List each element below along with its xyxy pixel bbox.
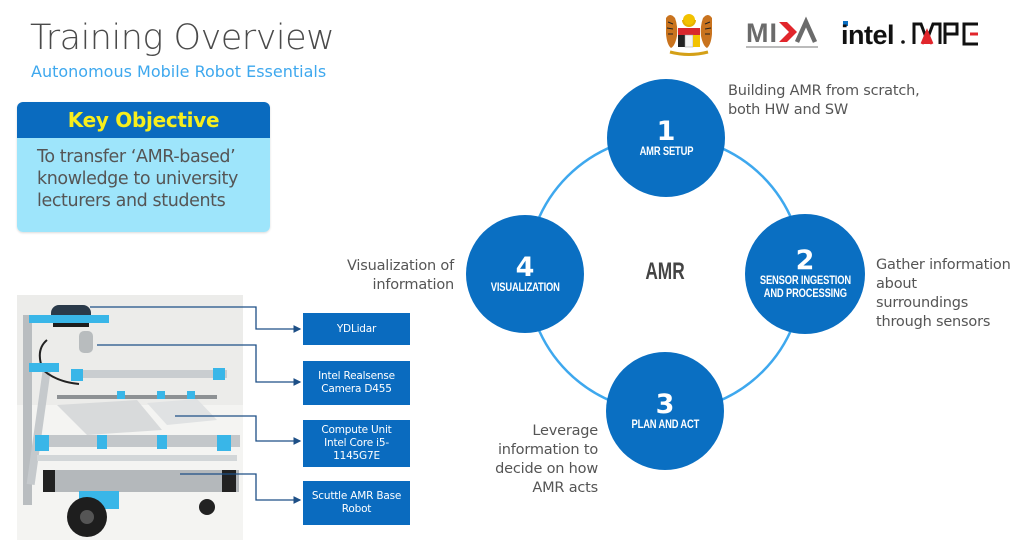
svg-text:MI: MI [746, 18, 778, 48]
connector-line [180, 473, 302, 504]
mpc-logo [912, 22, 978, 46]
malaysia-coat-of-arms-logo [666, 14, 712, 56]
component-label: 1145G7E [333, 450, 380, 462]
cycle-center-label: AMR [645, 258, 685, 285]
description-line: information to [497, 442, 598, 458]
description-line: surroundings [876, 295, 969, 311]
cycle-node-amr-setup: 1 AMR SETUP [607, 79, 725, 197]
key-objective-line: knowledge to university [37, 169, 238, 189]
component-label: Intel Core i5- [324, 437, 389, 449]
robot-photo [17, 295, 243, 540]
connector-line [175, 415, 302, 445]
node-label: AND PROCESSING [763, 286, 847, 300]
key-objective-line: lecturers and students [37, 191, 226, 211]
description-line: Visualization of [347, 258, 454, 274]
connector-line [97, 344, 302, 386]
description-sensor-ingestion: Gather information about surroundings th… [876, 256, 1011, 332]
description-line: through sensors [876, 314, 991, 330]
connector-line [90, 306, 302, 333]
cycle-node-sensor-ingestion: 2 SENSOR INGESTION AND PROCESSING [745, 214, 865, 334]
description-amr-setup: Building AMR from scratch, both HW and S… [728, 82, 920, 120]
description-line: information [372, 277, 455, 293]
component-label: Camera D455 [321, 383, 392, 395]
component-box-camera: Intel Realsense Camera D455 [303, 361, 410, 405]
mida-logo: MI [746, 16, 818, 48]
description-line: AMR acts [532, 480, 598, 496]
description-line: Gather information [876, 257, 1011, 273]
partner-logos: MI intel [660, 8, 1020, 60]
node-number: 3 [655, 388, 675, 420]
description-line: decide on how [495, 461, 598, 477]
description-line: Leverage [532, 423, 598, 439]
svg-text:intel: intel [841, 20, 894, 50]
cycle-node-plan-and-act: 3 PLAN AND ACT [606, 352, 724, 470]
component-label: Scuttle AMR Base [311, 490, 402, 502]
description-line: about [876, 276, 917, 292]
key-objective-line: To transfer ‘AMR-based’ [37, 147, 236, 167]
description-line: Building AMR from scratch, [728, 83, 920, 99]
cycle-node-visualization: 4 VISUALIZATION [466, 215, 584, 333]
node-label: VISUALIZATION [490, 279, 560, 294]
page-subtitle: Autonomous Mobile Robot Essentials [31, 62, 327, 81]
component-box-lidar: YDLidar [303, 313, 410, 345]
node-label: PLAN AND ACT [631, 416, 699, 431]
page-title: Training Overview [30, 18, 335, 58]
key-objective-text: To transfer ‘AMR-based’ knowledge to uni… [17, 138, 270, 232]
component-label: Intel Realsense [318, 370, 395, 382]
node-number: 2 [795, 245, 815, 276]
component-box-compute: Compute Unit Intel Core i5- 1145G7E [303, 420, 410, 467]
node-number: 4 [515, 251, 535, 283]
component-label: YDLidar [336, 322, 377, 335]
component-label: Robot [341, 503, 372, 515]
description-line: both HW and SW [728, 102, 849, 118]
component-label: Compute Unit [321, 424, 392, 436]
key-objective-heading: Key Objective [17, 102, 270, 138]
node-label: AMR SETUP [639, 143, 693, 158]
description-visualization: Visualization of information [322, 257, 454, 295]
node-number: 1 [656, 115, 676, 147]
component-box-base: Scuttle AMR Base Robot [303, 481, 410, 525]
key-objective-card: Key Objective To transfer ‘AMR-based’ kn… [17, 102, 270, 232]
node-label: SENSOR INGESTION [759, 273, 851, 287]
description-plan-and-act: Leverage information to decide on how AM… [470, 422, 598, 498]
intel-logo: intel [841, 20, 905, 50]
